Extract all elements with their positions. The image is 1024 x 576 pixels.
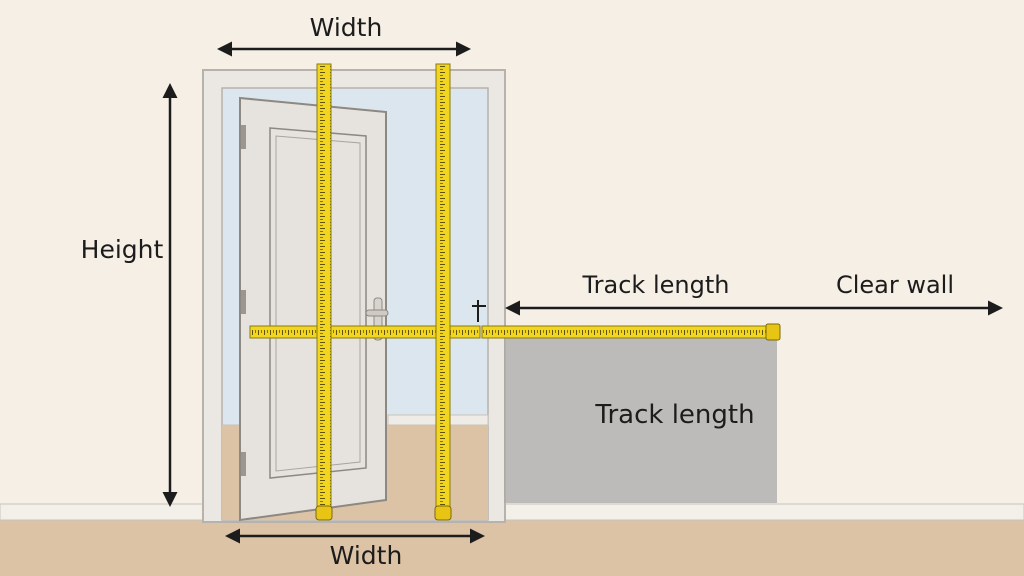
- width-bottom-label: Width: [330, 541, 403, 570]
- door-hinge-icon: [241, 125, 246, 149]
- tape-measure-icon: [434, 63, 452, 521]
- track-panel-label: Track length: [594, 400, 754, 430]
- baseboard: [0, 503, 1024, 521]
- track-panel: [505, 335, 777, 503]
- track-length-label: Track length: [582, 271, 730, 299]
- door-leaf: [239, 96, 387, 522]
- door-panel-inner: [275, 135, 361, 472]
- tape-measure-icon: [249, 325, 481, 339]
- door-hinge-icon: [241, 290, 246, 314]
- mark-icon: [472, 300, 486, 322]
- clear-wall-label: Clear wall: [836, 271, 954, 299]
- door-panel-outer: [269, 127, 367, 479]
- tape-measure-icon: [315, 63, 333, 521]
- floor: [0, 520, 1024, 576]
- height-label: Height: [81, 235, 164, 264]
- width-top-label: Width: [310, 13, 383, 42]
- tape-measure-icon: [481, 323, 781, 341]
- door-hinge-icon: [241, 452, 246, 476]
